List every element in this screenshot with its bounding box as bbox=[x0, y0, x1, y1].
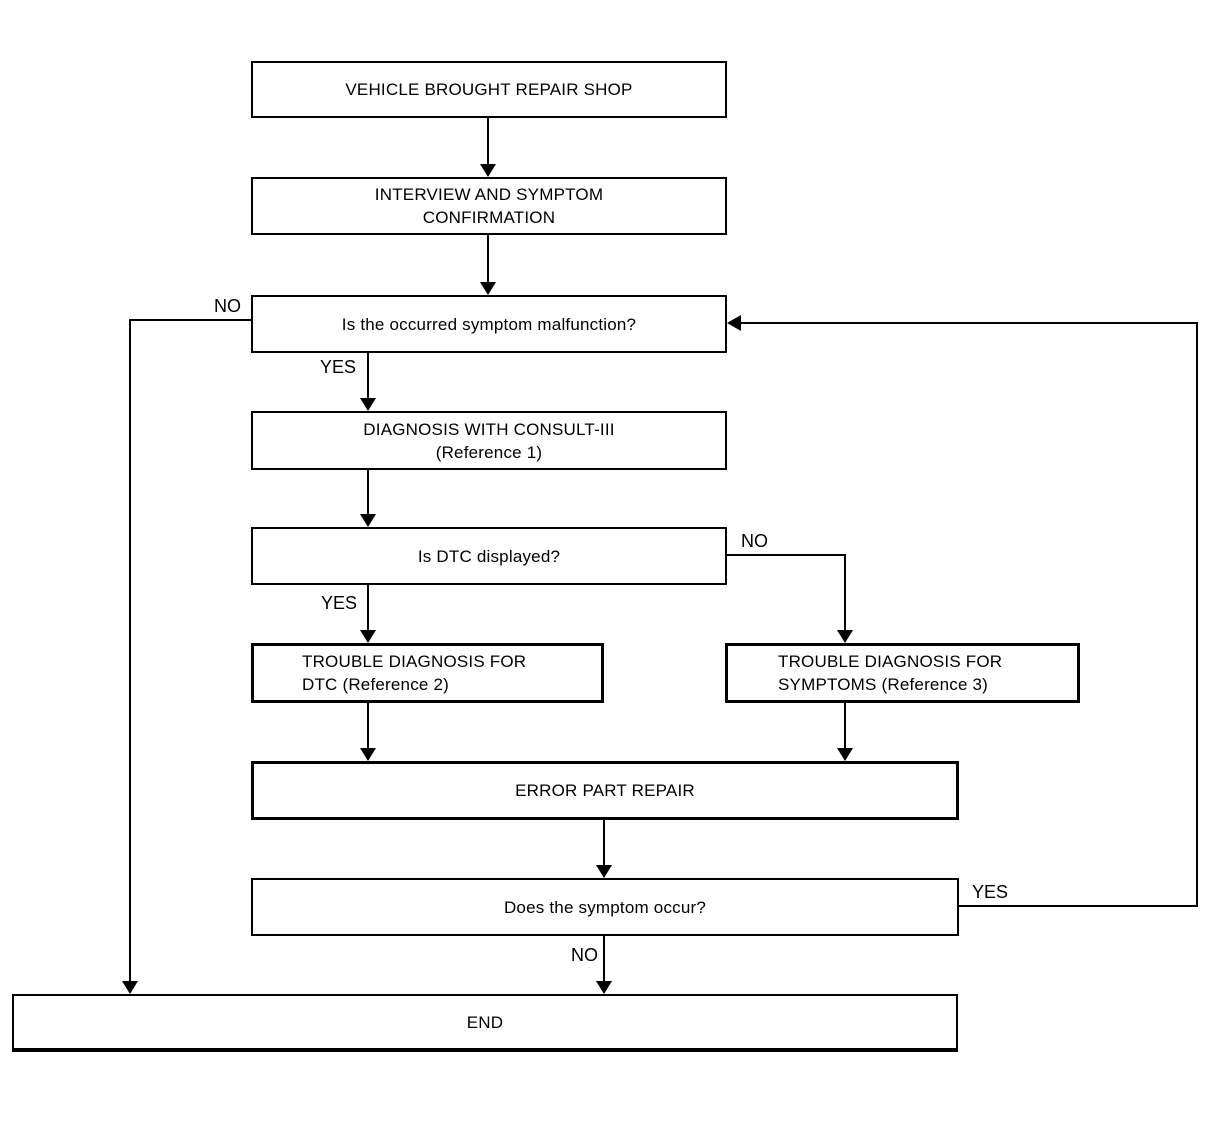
node-label: Is the occurred symptom malfunction? bbox=[341, 314, 637, 334]
arrowhead-symptoms-into-repair bbox=[837, 748, 853, 761]
edge-label-dtc-yes: YES bbox=[321, 593, 358, 613]
node-does-symptom-occur: Does the symptom occur? bbox=[251, 878, 959, 936]
node-label: END bbox=[466, 1012, 504, 1032]
arrowhead-into-consult bbox=[360, 398, 376, 411]
node-label: Is DTC displayed? bbox=[417, 546, 561, 566]
connector-symptom-yes-line bbox=[367, 353, 369, 399]
arrowhead-into-interview bbox=[480, 164, 496, 177]
connector-dtc-no-hline bbox=[727, 554, 846, 556]
connector-occur-yes-hline-top bbox=[741, 322, 1198, 324]
node-is-dtc-displayed: Is DTC displayed? bbox=[251, 527, 727, 585]
connector-dtc-yes-line bbox=[367, 585, 369, 631]
node-label-line1: TROUBLE DIAGNOSIS FOR bbox=[302, 652, 527, 671]
node-label: Does the symptom occur? bbox=[503, 897, 707, 917]
arrowhead-yes-into-symptom-check bbox=[727, 315, 741, 331]
node-label: ERROR PART REPAIR bbox=[515, 781, 695, 800]
connector-trouble-dtc-repair-line bbox=[367, 703, 369, 749]
node-label-line2: (Reference 1) bbox=[435, 442, 543, 462]
connector-repair-occur-line bbox=[603, 820, 605, 866]
node-trouble-diagnosis-dtc: TROUBLE DIAGNOSIS FOR DTC (Reference 2) bbox=[251, 643, 604, 703]
node-error-part-repair: ERROR PART REPAIR bbox=[251, 761, 959, 820]
node-label-line1: TROUBLE DIAGNOSIS FOR bbox=[778, 652, 1003, 671]
arrowhead-into-symptom-check bbox=[480, 282, 496, 295]
node-label-line1: DIAGNOSIS WITH CONSULT-III bbox=[363, 419, 615, 439]
arrowhead-dtc-into-repair bbox=[360, 748, 376, 761]
connector-vehicle-interview-line bbox=[487, 118, 489, 166]
connector-symptom-no-vline bbox=[129, 319, 131, 982]
node-vehicle-brought-repair-shop: VEHICLE BROUGHT REPAIR SHOP bbox=[251, 61, 727, 118]
node-end: END bbox=[12, 994, 958, 1052]
node-diagnosis-with-consult: DIAGNOSIS WITH CONSULT-III (Reference 1) bbox=[251, 411, 727, 470]
edge-label-symptom-yes: YES bbox=[320, 357, 357, 377]
node-label-line2: SYMPTOMS (Reference 3) bbox=[778, 675, 989, 694]
connector-interview-symptom-line bbox=[487, 235, 489, 283]
arrowhead-into-trouble-symptoms bbox=[837, 630, 853, 643]
connector-occur-yes-vline bbox=[1196, 322, 1198, 907]
connector-occur-no-line bbox=[603, 936, 605, 982]
connector-trouble-symptoms-repair-line bbox=[844, 703, 846, 749]
connector-symptom-no-hline bbox=[130, 319, 251, 321]
node-interview-symptom-confirmation: INTERVIEW AND SYMPTOM CONFIRMATION bbox=[251, 177, 727, 235]
node-trouble-diagnosis-symptoms: TROUBLE DIAGNOSIS FOR SYMPTOMS (Referenc… bbox=[725, 643, 1080, 703]
arrowhead-into-occur-check bbox=[596, 865, 612, 878]
connector-consult-dtc-line bbox=[367, 470, 369, 515]
node-label-line1: INTERVIEW AND SYMPTOM bbox=[374, 185, 604, 204]
edge-label-dtc-no: NO bbox=[741, 531, 768, 551]
edge-label-symptom-no: NO bbox=[214, 296, 241, 316]
arrowhead-no-into-end bbox=[122, 981, 138, 994]
node-is-symptom-malfunction: Is the occurred symptom malfunction? bbox=[251, 295, 727, 353]
edge-label-occur-yes: YES bbox=[972, 882, 1009, 902]
arrowhead-occur-no-into-end bbox=[596, 981, 612, 994]
arrowhead-into-dtc-check bbox=[360, 514, 376, 527]
connector-occur-yes-hline-bottom bbox=[959, 905, 1198, 907]
edge-label-occur-no: NO bbox=[571, 945, 598, 965]
node-label: VEHICLE BROUGHT REPAIR SHOP bbox=[345, 80, 633, 99]
node-label-line2: DTC (Reference 2) bbox=[302, 675, 449, 694]
connector-dtc-no-vline bbox=[844, 554, 846, 631]
node-label-line2: CONFIRMATION bbox=[422, 208, 556, 227]
arrowhead-into-trouble-dtc bbox=[360, 630, 376, 643]
